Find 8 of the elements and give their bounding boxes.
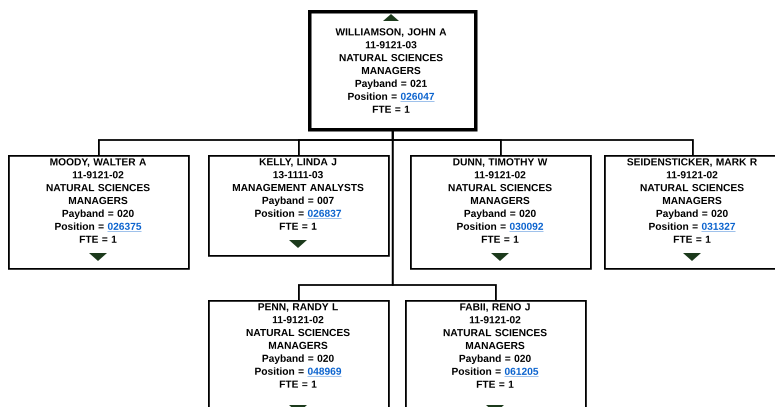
employee-box: WILLIAMSON, JOHN A 11-9121-03 NATURAL SCIENCES MANAGERS Payband = 021 Position = 026047 FTE = 1 bbox=[308, 10, 478, 132]
employee-box: FABII, RENO J 11-9121-02 NATURAL SCIENCES MANAGERS Payband = 020 Position = 061205 FTE = 1 bbox=[405, 300, 587, 407]
employee-box: KELLY, LINDA J 13-1111-03 MANAGEMENT ANALYSTS Payband = 007 Position = 026837 FTE = 1 bbox=[208, 155, 390, 257]
employee-box: DUNN, TIMOTHY W 11-9121-02 NATURAL SCIENCES MANAGERS Payband = 020 Position = 030092 FTE = 1 bbox=[410, 155, 592, 270]
employee-box: SEIDENSTICKER, MARK R 11-9121-02 NATURAL SCIENCES MANAGERS Payband = 020 Position = 031327 FTE = 1 bbox=[604, 155, 775, 270]
employee-box: MOODY, WALTER A 11-9121-02 NATURAL SCIENCES MANAGERS Payband = 020 Position = 026375 FTE = 1 bbox=[8, 155, 190, 270]
employee-box: PENN, RANDY L 11-9121-02 NATURAL SCIENCES MANAGERS Payband = 020 Position = 048969 FTE = 1 bbox=[208, 300, 390, 407]
connector-line bbox=[392, 132, 497, 300]
